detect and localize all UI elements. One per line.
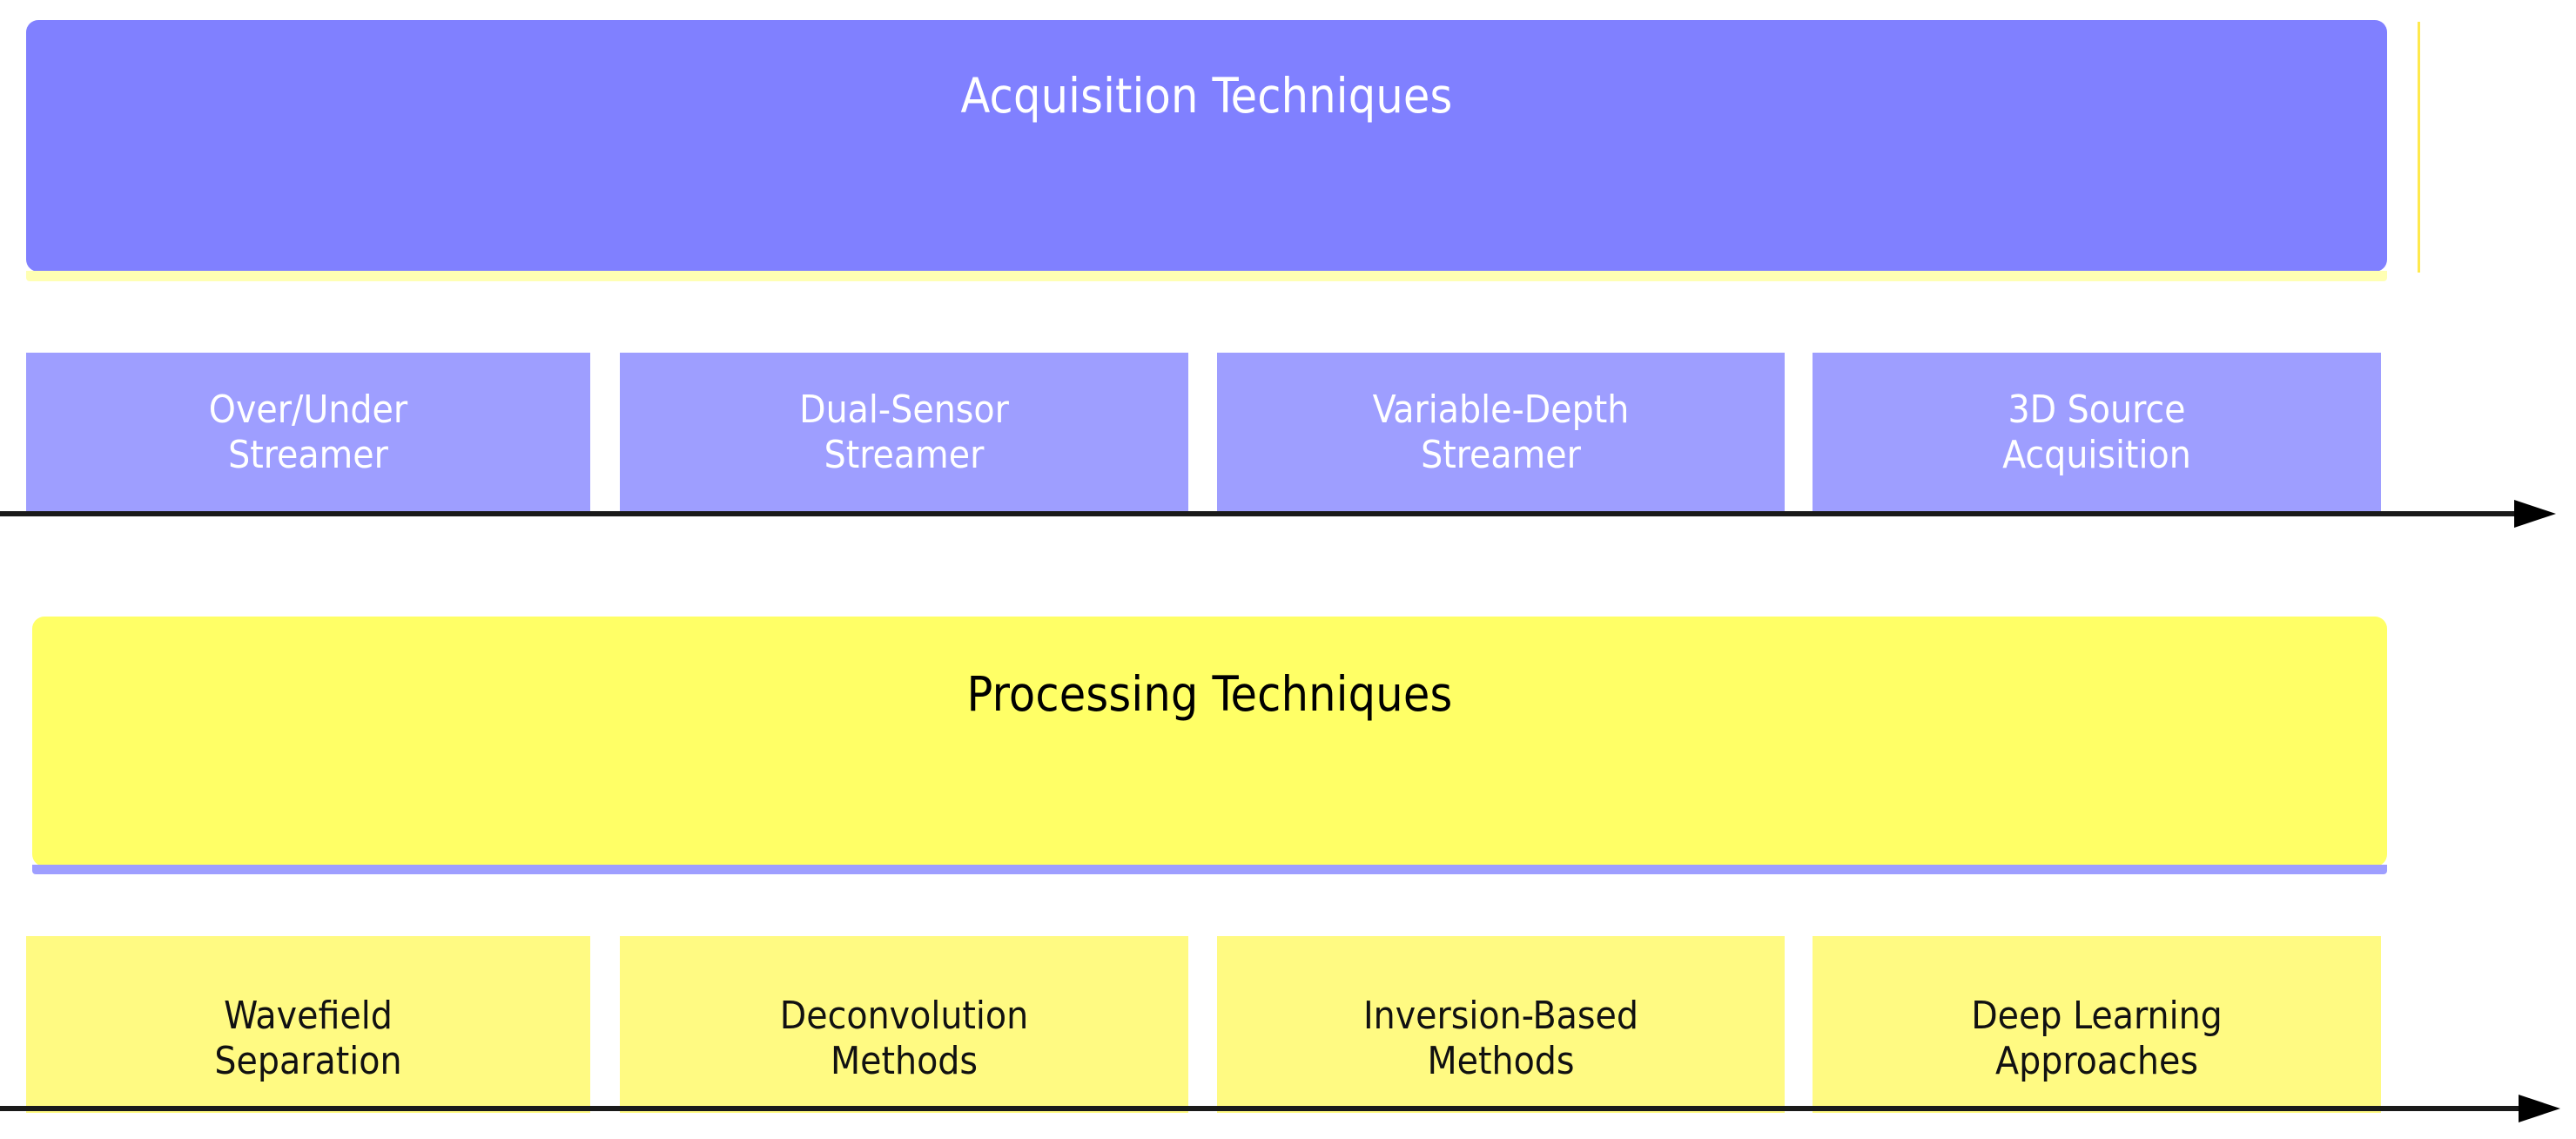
acquisition-item-1-line2: Streamer	[824, 432, 985, 477]
acquisition-item-3-text: 3D Source Acquisition	[2002, 388, 2191, 476]
processing-item-3-text: Deep Learning Approaches	[1971, 994, 2223, 1082]
acquisition-axis-right-arrow-icon	[2514, 500, 2556, 528]
processing-item-1-line2: Methods	[830, 1038, 979, 1083]
acquisition-item-row: Over/Under Streamer Dual-Sensor Streamer…	[0, 353, 2576, 512]
processing-item-1[interactable]: Deconvolution Methods	[620, 936, 1188, 1113]
acquisition-item-3-line1: 3D Source	[2008, 388, 2186, 433]
acquisition-banner-accent-strip	[26, 271, 2387, 281]
acquisition-timeline-axis	[0, 498, 2576, 533]
processing-item-row: Wavefield Separation Deconvolution Metho…	[0, 936, 2576, 1113]
processing-item-0-line1: Wavefield	[224, 994, 393, 1039]
processing-timeline-axis	[0, 1093, 2576, 1128]
acquisition-banner-label: Acquisition Techniques	[960, 68, 1453, 124]
processing-axis-right-arrow-icon	[2519, 1095, 2560, 1122]
processing-banner-label: Processing Techniques	[966, 666, 1453, 722]
acquisition-banner[interactable]: Acquisition Techniques	[26, 20, 2387, 272]
acquisition-item-1[interactable]: Dual-Sensor Streamer	[620, 353, 1188, 512]
acquisition-item-2-line1: Variable-Depth	[1372, 388, 1630, 433]
acquisition-item-2-text: Variable-Depth Streamer	[1373, 388, 1630, 476]
acquisition-item-3[interactable]: 3D Source Acquisition	[1813, 353, 2381, 512]
processing-item-3[interactable]: Deep Learning Approaches	[1813, 936, 2381, 1113]
processing-item-0-text: Wavefield Separation	[214, 994, 401, 1082]
acquisition-accent-tick	[2418, 22, 2420, 273]
processing-item-3-line2: Approaches	[1995, 1038, 2198, 1083]
processing-item-0-line2: Separation	[214, 1038, 402, 1083]
processing-item-2[interactable]: Inversion-Based Methods	[1217, 936, 1785, 1113]
acquisition-item-2[interactable]: Variable-Depth Streamer	[1217, 353, 1785, 512]
acquisition-item-0-line2: Streamer	[228, 432, 388, 477]
processing-item-3-line1: Deep Learning	[1971, 994, 2223, 1039]
processing-banner[interactable]: Processing Techniques	[32, 617, 2387, 866]
processing-item-1-text: Deconvolution Methods	[780, 994, 1028, 1082]
acquisition-item-0-line1: Over/Under	[208, 388, 408, 433]
processing-item-0[interactable]: Wavefield Separation	[26, 936, 590, 1113]
acquisition-item-0-text: Over/Under Streamer	[209, 388, 407, 476]
processing-item-1-line1: Deconvolution	[779, 994, 1029, 1039]
processing-item-2-line1: Inversion-Based	[1363, 994, 1638, 1039]
acquisition-item-1-line1: Dual-Sensor	[799, 388, 1009, 433]
processing-banner-accent-strip	[32, 865, 2387, 874]
acquisition-item-2-line2: Streamer	[1421, 432, 1581, 477]
acquisition-item-3-line2: Acquisition	[2002, 432, 2191, 477]
processing-item-2-line2: Methods	[1427, 1038, 1575, 1083]
acquisition-item-1-text: Dual-Sensor Streamer	[799, 388, 1009, 476]
acquisition-item-0[interactable]: Over/Under Streamer	[26, 353, 590, 512]
processing-item-2-text: Inversion-Based Methods	[1363, 994, 1638, 1082]
